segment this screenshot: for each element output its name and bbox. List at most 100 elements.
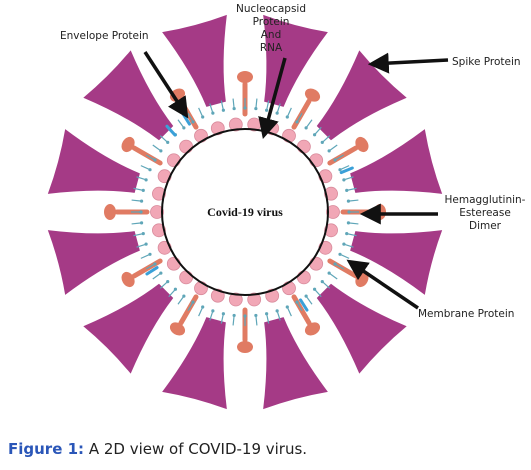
lipid-head bbox=[304, 126, 308, 130]
lipid-tail bbox=[348, 199, 359, 202]
nucleocapsid-label-line2: Protein bbox=[253, 16, 290, 28]
nucleocapsid-bead bbox=[282, 128, 296, 143]
lipid-tail bbox=[136, 176, 147, 181]
lipid-tail bbox=[136, 243, 147, 248]
figure-caption: Figure 1: A 2D view of COVID-19 virus. bbox=[8, 440, 528, 458]
spike-protein bbox=[316, 50, 407, 141]
lipid-head bbox=[265, 312, 269, 316]
nucleocapsid-label-line3: And bbox=[261, 29, 282, 41]
spike-protein bbox=[263, 317, 328, 410]
lipid-head bbox=[182, 294, 186, 298]
spike-protein bbox=[350, 129, 443, 194]
lipid-head bbox=[295, 120, 299, 124]
nucleocapsid-bead bbox=[228, 117, 243, 132]
dimer-knob bbox=[121, 136, 135, 153]
lipid-tail bbox=[305, 295, 313, 305]
membrane-arrow bbox=[346, 259, 419, 310]
lipid-tail bbox=[266, 100, 270, 111]
envelope-protein bbox=[165, 124, 177, 137]
lipid-tail bbox=[187, 301, 194, 312]
lipid-head bbox=[201, 305, 205, 309]
lipid-head bbox=[191, 120, 195, 124]
envelope-protein-label: Envelope Protein bbox=[60, 30, 149, 42]
center-label: Covid-19 virus bbox=[207, 205, 283, 219]
lipid-head bbox=[320, 279, 324, 284]
dimer-knob bbox=[169, 322, 186, 336]
dimer-knob bbox=[304, 322, 321, 336]
spike-protein bbox=[47, 230, 140, 295]
nucleocapsid-bead bbox=[324, 223, 338, 238]
spike-protein bbox=[316, 283, 407, 374]
lipid-tail bbox=[321, 281, 331, 289]
envelope-protein bbox=[339, 166, 354, 175]
lipid-tail bbox=[140, 253, 151, 259]
lipid-head bbox=[232, 106, 236, 111]
spike-protein bbox=[350, 230, 443, 295]
nucleocapsid-bead bbox=[150, 205, 164, 219]
lipid-head bbox=[304, 294, 308, 298]
lipid-tail bbox=[232, 315, 235, 326]
lipid-tail bbox=[343, 176, 354, 181]
membrane-protein-label: Membrane Protein bbox=[418, 308, 514, 320]
lipid-tail bbox=[133, 187, 144, 191]
lipid-head bbox=[347, 210, 351, 214]
nucleocapsid-bead bbox=[309, 256, 324, 271]
lipid-tail bbox=[152, 144, 162, 152]
lipid-tail bbox=[314, 126, 322, 136]
lipid-head bbox=[166, 279, 170, 284]
lipid-tail bbox=[177, 295, 185, 305]
lipid-head bbox=[265, 108, 269, 112]
lipid-head bbox=[312, 287, 317, 291]
envelope-protein bbox=[145, 266, 159, 276]
nucleocapsid-bead bbox=[309, 153, 324, 168]
lipid-tail bbox=[296, 301, 303, 312]
hemagglutinin-label-line2: Esterease bbox=[459, 207, 511, 219]
lipid-tail bbox=[286, 107, 292, 118]
lipid-head bbox=[182, 126, 186, 130]
lipid-head bbox=[345, 232, 349, 236]
lipid-tail bbox=[346, 233, 357, 237]
lipid-tail bbox=[131, 199, 142, 202]
lipid-tail bbox=[177, 119, 185, 129]
dimer-knob bbox=[104, 204, 116, 220]
lipid-head bbox=[342, 242, 346, 246]
lipid-tail bbox=[198, 306, 204, 317]
dimer-knob bbox=[374, 204, 386, 220]
nucleocapsid-label-line4: RNA bbox=[260, 42, 283, 54]
lipid-tail bbox=[145, 263, 156, 270]
dimer-knob bbox=[121, 271, 135, 288]
envelope-arrow bbox=[143, 51, 189, 119]
nucleocapsid-bead bbox=[296, 139, 311, 154]
lipid-head bbox=[243, 314, 247, 318]
lipid-head bbox=[141, 188, 145, 192]
lipid-tail bbox=[209, 103, 214, 114]
lipid-head bbox=[144, 242, 148, 246]
lipid-tail bbox=[343, 243, 354, 248]
lipid-tail bbox=[328, 272, 338, 280]
hemagglutinin-label-line3: Dimer bbox=[469, 220, 502, 232]
lipid-tail bbox=[220, 100, 224, 111]
lipid-head bbox=[295, 300, 299, 304]
lipid-tail bbox=[276, 310, 281, 321]
lipid-tail bbox=[232, 98, 235, 109]
lipid-tail bbox=[328, 144, 338, 152]
lipid-tail bbox=[334, 263, 345, 270]
lipid-head bbox=[159, 149, 163, 153]
lipid-tail bbox=[159, 135, 169, 143]
spike-arrow bbox=[367, 52, 449, 74]
spike-proteins bbox=[47, 14, 443, 410]
lipid-head bbox=[254, 106, 258, 111]
lipid-head bbox=[327, 271, 331, 275]
lipid-head bbox=[232, 313, 236, 318]
spike-protein bbox=[162, 14, 227, 107]
lipid-head bbox=[139, 199, 144, 203]
lipid-head bbox=[346, 199, 351, 203]
spike-protein-label: Spike Protein bbox=[452, 56, 521, 68]
lipid-tail bbox=[321, 135, 331, 143]
lipid-head bbox=[153, 158, 157, 162]
lipid-head bbox=[342, 178, 346, 182]
nucleocapsid-arrow bbox=[258, 57, 287, 140]
nucleocapsid-bead bbox=[326, 205, 340, 219]
lipid-tail bbox=[346, 187, 357, 191]
